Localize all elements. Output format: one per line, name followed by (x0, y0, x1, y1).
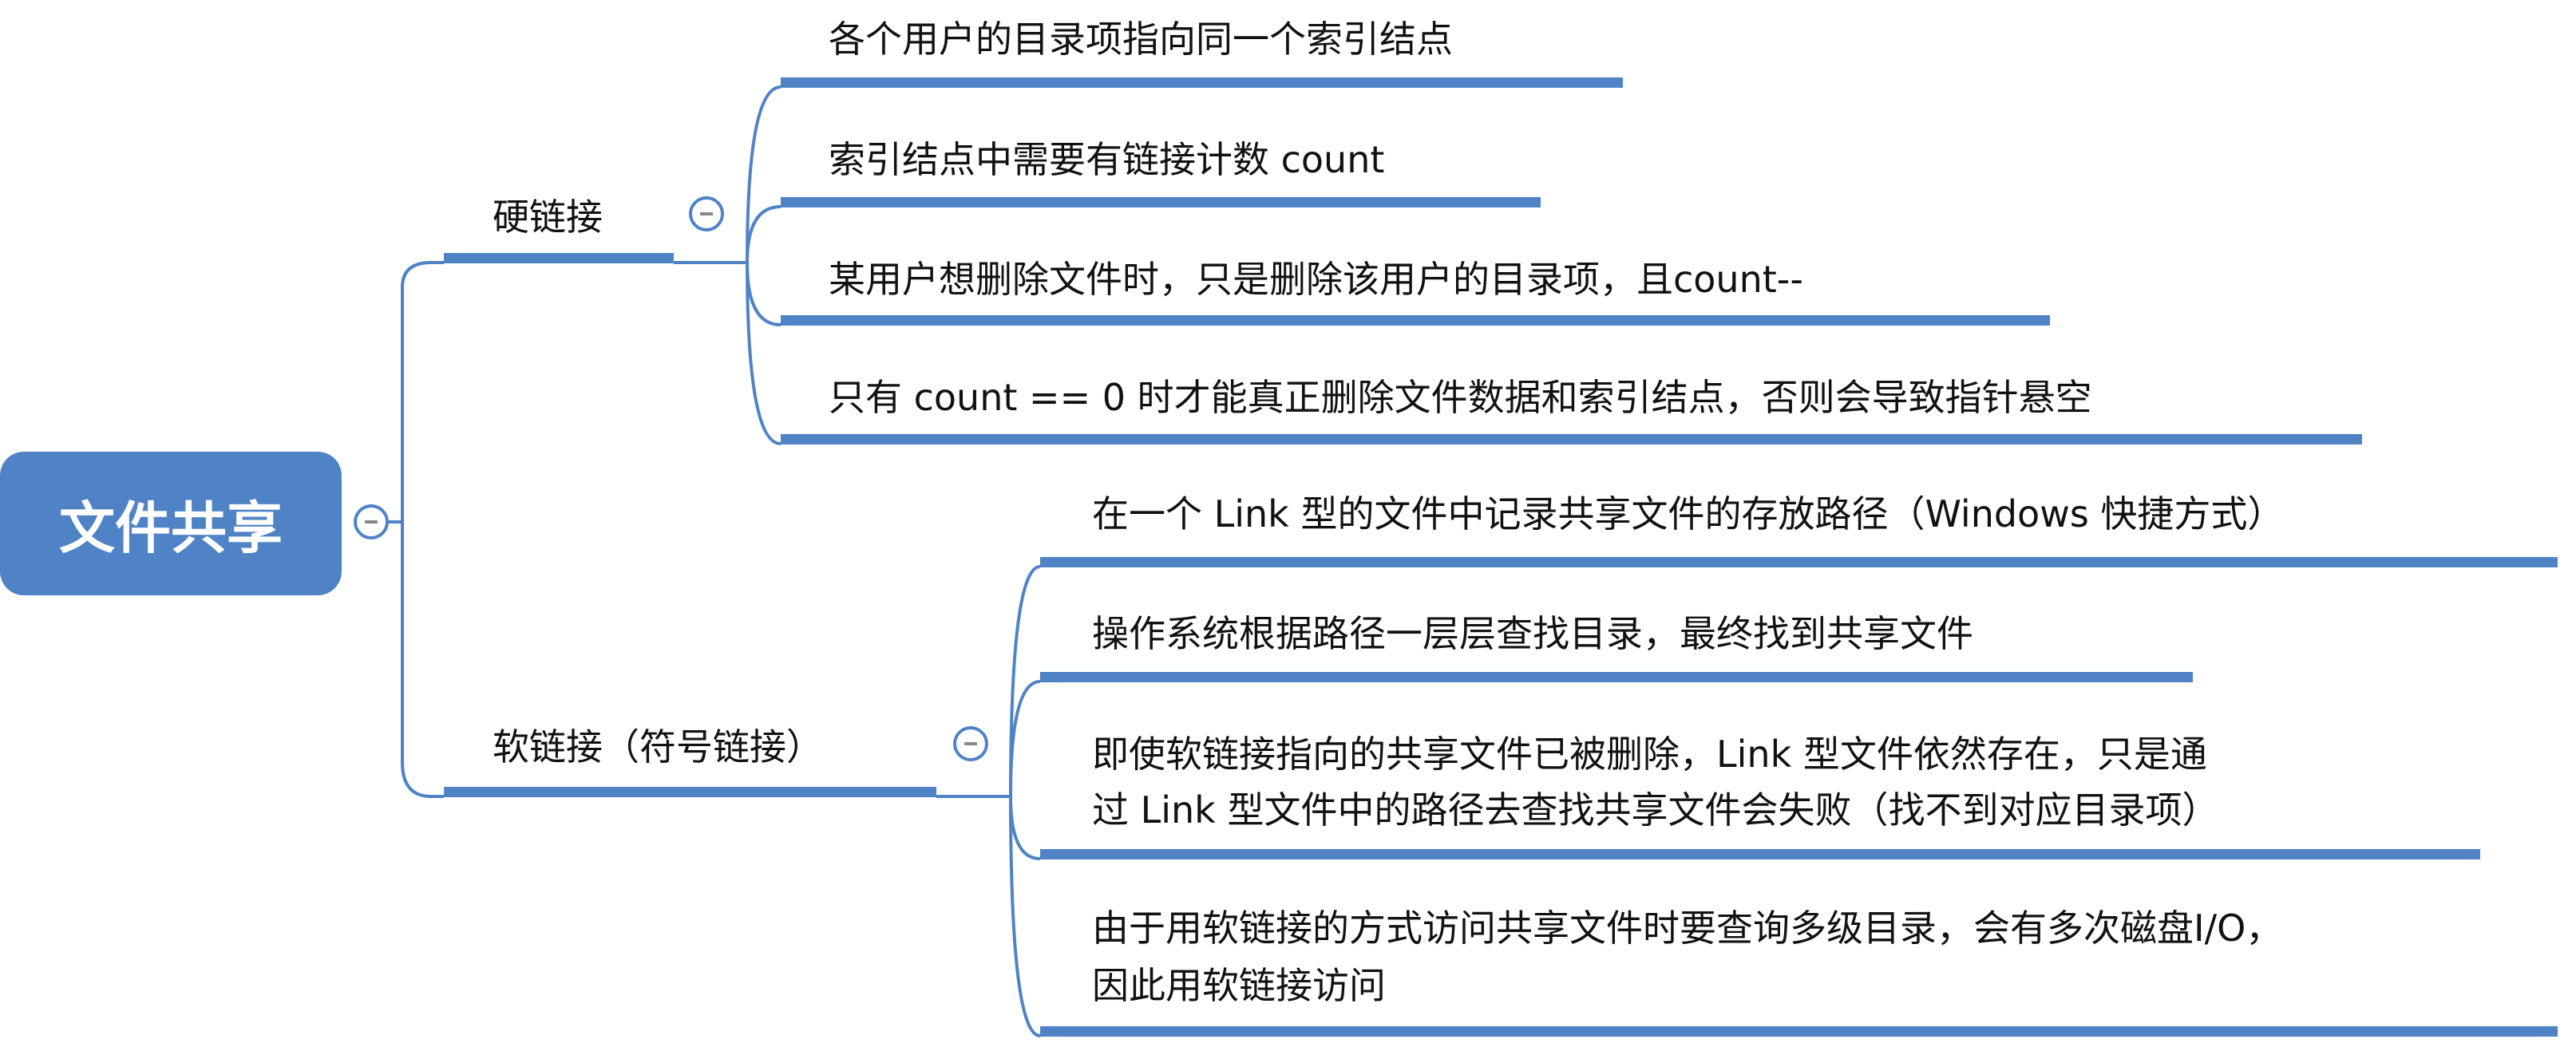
item-underline (781, 197, 1541, 207)
item-underline (781, 315, 2050, 326)
soft-link-item[interactable]: 在一个 Link 型的文件中记录共享文件的存放路径（Windows 快捷方式） (1092, 492, 2285, 535)
soft-link-item-line1[interactable]: 由于用软链接的方式访问共享文件时要查询多级目录，会有多次磁盘I/O， (1092, 907, 2283, 950)
root-node[interactable]: 文件共享 (0, 452, 342, 595)
root-collapse-button[interactable] (354, 504, 389, 539)
soft-link-item-line1[interactable]: 即使软链接指向的共享文件已被删除，Link 型文件依然存在，只是通 (1092, 733, 2207, 776)
soft-link-item[interactable]: 操作系统根据路径一层层查找目录，最终找到共享文件 (1092, 612, 1973, 655)
item-underline (1040, 672, 2193, 682)
root-label: 文件共享 (59, 495, 283, 561)
branch-hard-link[interactable]: 硬链接 (493, 196, 603, 239)
hard-link-item[interactable]: 各个用户的目录项指向同一个索引结点 (829, 18, 1453, 61)
hard-link-collapse-button[interactable] (689, 196, 724, 231)
item-underline (1040, 557, 2558, 567)
item-underline (781, 434, 2362, 445)
branch-underline (444, 253, 674, 263)
soft-link-item-line2[interactable]: 过 Link 型文件中的路径去查找共享文件会失败（找不到对应目录项） (1092, 788, 2219, 832)
branch-underline (444, 787, 936, 797)
hard-link-item[interactable]: 只有 count == 0 时才能真正删除文件数据和索引结点，否则会导致指针悬空 (829, 376, 2092, 419)
item-underline (781, 77, 1623, 88)
soft-link-item-line2[interactable]: 因此用软链接访问 (1092, 964, 1386, 1007)
item-underline (1040, 1026, 2558, 1037)
soft-link-collapse-button[interactable] (953, 726, 988, 761)
hard-link-item[interactable]: 某用户想删除文件时，只是删除该用户的目录项，且count-- (829, 258, 1803, 301)
hard-link-item[interactable]: 索引结点中需要有链接计数 count (829, 138, 1385, 181)
minus-icon (700, 212, 713, 215)
item-underline (1040, 849, 2480, 859)
minus-icon (365, 520, 378, 524)
branch-soft-link[interactable]: 软链接（符号链接） (493, 725, 823, 768)
minus-icon (964, 742, 977, 745)
